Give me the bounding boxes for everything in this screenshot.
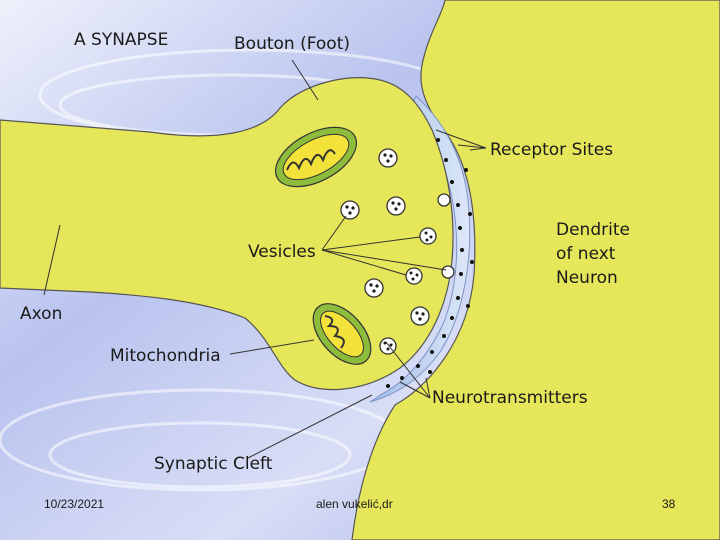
vesicle: [438, 194, 450, 206]
vesicle: [365, 279, 383, 297]
vesicle: [379, 149, 397, 167]
label-axon: Axon: [20, 304, 62, 324]
label-synaptic-cleft: Synaptic Cleft: [154, 454, 272, 474]
vesicle: [406, 268, 422, 284]
footer-page-number: 38: [662, 497, 675, 511]
slide-title: A SYNAPSE: [74, 30, 168, 50]
footer-author: alen vukelić,dr: [316, 497, 393, 511]
vesicle: [411, 307, 429, 325]
label-mitochondria: Mitochondria: [110, 346, 221, 366]
label-neurotransmitters: Neurotransmitters: [432, 388, 588, 408]
label-vesicles: Vesicles: [248, 242, 316, 262]
vesicle: [442, 266, 454, 278]
vesicle: [341, 201, 359, 219]
label-receptor-sites: Receptor Sites: [490, 140, 613, 160]
label-bouton: Bouton (Foot): [234, 34, 350, 54]
vesicle: [387, 197, 405, 215]
footer-date: 10/23/2021: [44, 497, 104, 511]
vesicle: [420, 228, 436, 244]
label-dendrite: Dendrite of next Neuron: [556, 218, 630, 290]
